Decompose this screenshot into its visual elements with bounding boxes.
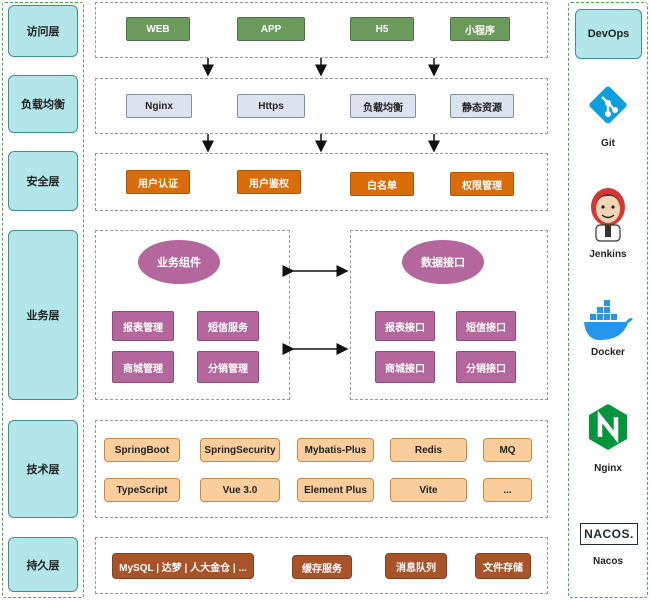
tech-element-plus: Element Plus <box>297 478 374 502</box>
business-mall-mgmt: 商城管理 <box>112 351 174 383</box>
tool-name-nginx: Nginx <box>594 463 622 474</box>
persistence-layer-frame <box>95 537 548 594</box>
down-arrows-lb-to-security <box>202 134 440 153</box>
interface-mall: 商城接口 <box>375 351 435 383</box>
layer-label-access: 访问层 <box>8 5 78 57</box>
persistence-cache: 缓存服务 <box>292 555 352 579</box>
tool-nginx: Nginx <box>568 400 648 480</box>
lb-nginx: Nginx <box>126 94 192 118</box>
docker-icon <box>584 300 633 340</box>
nacos-icon: NACOS. <box>580 523 638 545</box>
layer-label-business: 业务层 <box>8 230 78 400</box>
persistence-message-queue: 消息队列 <box>385 553 447 579</box>
security-permission-mgmt: 权限管理 <box>450 172 514 196</box>
nacos-logo-text: NACOS. <box>584 527 634 541</box>
layer-label-load-balance: 负载均衡 <box>8 75 78 133</box>
tool-name-jenkins: Jenkins <box>589 249 627 260</box>
interface-distribution: 分销接口 <box>456 351 516 383</box>
business-interface-title: 数据接口 <box>402 240 484 284</box>
down-arrows-access-to-lb <box>202 58 440 77</box>
tool-name-nacos: Nacos <box>592 556 623 567</box>
tech-vite: Vite <box>390 478 467 502</box>
tech-typescript: TypeScript <box>104 478 180 502</box>
tool-docker: Docker <box>568 300 648 365</box>
persistence-file-storage: 文件存储 <box>475 553 531 579</box>
access-app: APP <box>237 17 305 41</box>
tech-springsecurity: SpringSecurity <box>200 438 280 462</box>
git-icon <box>589 86 627 124</box>
interface-report: 报表接口 <box>375 311 435 341</box>
security-whitelist: 白名单 <box>350 172 414 196</box>
access-h5: H5 <box>350 17 414 41</box>
access-web: WEB <box>126 17 190 41</box>
devops-title: DevOps <box>575 9 642 59</box>
tool-nacos: NACOS. Nacos <box>568 515 648 575</box>
layer-label-persistence: 持久层 <box>8 537 78 592</box>
nginx-icon <box>589 404 627 450</box>
tech-vue: Vue 3.0 <box>200 478 280 502</box>
interface-sms: 短信接口 <box>456 311 516 341</box>
tool-jenkins: Jenkins <box>568 185 648 265</box>
access-miniprogram: 小程序 <box>450 17 510 41</box>
persistence-databases: MySQL | 达梦 | 人大金仓 | ... <box>112 553 254 579</box>
tool-name-docker: Docker <box>591 347 625 358</box>
tech-mq: MQ <box>483 438 532 462</box>
security-user-auth: 用户认证 <box>126 170 190 194</box>
security-user-authz: 用户鉴权 <box>237 170 301 194</box>
business-sms-service: 短信服务 <box>197 311 259 341</box>
tool-name-git: Git <box>601 138 615 149</box>
lb-load-balance: 负载均衡 <box>350 94 416 118</box>
bidirectional-arrows-business <box>282 265 349 355</box>
tool-git: Git <box>568 80 648 155</box>
tech-more: ... <box>483 478 532 502</box>
jenkins-icon <box>591 188 625 242</box>
layer-column <box>2 2 84 598</box>
lb-layer-frame <box>95 78 548 134</box>
lb-https: Https <box>237 94 305 118</box>
tech-mybatis-plus: Mybatis-Plus <box>297 438 374 462</box>
security-layer-frame <box>95 153 548 211</box>
access-layer-frame <box>95 2 548 58</box>
business-components-title: 业务组件 <box>138 240 220 284</box>
business-report-mgmt: 报表管理 <box>112 311 174 341</box>
tech-redis: Redis <box>390 438 467 462</box>
devops-column <box>568 2 648 598</box>
tech-layer-frame <box>95 420 548 518</box>
business-distribution-mgmt: 分销管理 <box>197 351 259 383</box>
tech-springboot: SpringBoot <box>104 438 180 462</box>
business-components-frame <box>95 230 290 400</box>
layer-label-security: 安全层 <box>8 151 78 211</box>
business-interface-frame <box>350 230 548 400</box>
lb-static-resources: 静态资源 <box>450 94 514 118</box>
layer-label-tech: 技术层 <box>8 420 78 518</box>
